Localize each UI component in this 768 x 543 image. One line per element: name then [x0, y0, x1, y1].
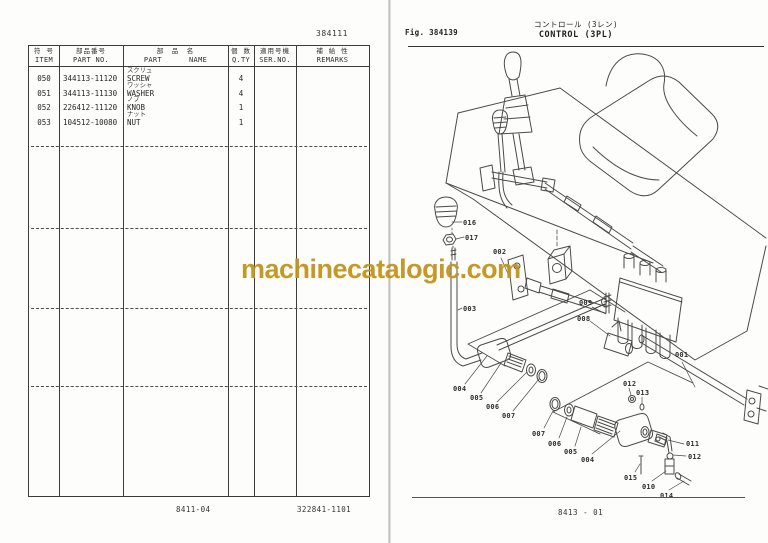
part-name-jp: ナット — [127, 110, 146, 118]
part-label-001: 001 — [675, 351, 689, 359]
part-label-007b: 007 — [532, 430, 546, 438]
callout-leaders — [451, 221, 696, 491]
footer-code-left: 8411-04 — [176, 505, 211, 514]
figure-title: コントロール (3レン) CONTROL (3PL) — [491, 20, 661, 41]
figure-number: Fig. 384139 — [405, 28, 458, 37]
part-label-009: 009 — [579, 299, 593, 307]
part-name-jp: ノブ — [127, 96, 140, 103]
empty-row-dashes — [31, 228, 367, 229]
part-no: 344113-11130 — [63, 88, 118, 98]
part-label-016: 016 — [463, 219, 477, 227]
part-name: NUT — [127, 117, 141, 127]
mount-bracket — [479, 164, 556, 193]
part-label-002: 002 — [493, 248, 507, 256]
part-qty: 1 — [238, 117, 244, 127]
empty-row-dashes — [31, 146, 367, 147]
coupling-a — [476, 337, 548, 383]
part-label-004b: 004 — [581, 456, 595, 464]
empty-row-dashes — [31, 308, 367, 309]
item-no: 053 — [37, 117, 51, 127]
bent-pipe-and-knob — [434, 196, 483, 367]
part-label-015: 015 — [624, 474, 638, 482]
part-label-007: 007 — [502, 412, 516, 420]
page-number: 384111 — [316, 29, 348, 38]
part-label-010: 010 — [642, 483, 656, 491]
footer-code-right: 322841-1101 — [297, 505, 352, 514]
part-label-014: 014 — [660, 492, 674, 500]
deck-outline — [445, 87, 767, 361]
part-qty: 4 — [238, 88, 244, 98]
part-label-006: 006 — [486, 403, 500, 411]
part-label-012b: 012 — [688, 453, 702, 461]
footer-rule — [412, 497, 745, 499]
part-name-jp: スクリュ — [127, 67, 153, 74]
part-qty: 1 — [238, 103, 244, 112]
part-label-008: 008 — [577, 315, 591, 323]
part-no: 344113-11120 — [63, 74, 118, 83]
part-no: 226412-11120 — [63, 103, 118, 112]
part-label-006b: 006 — [548, 440, 562, 448]
column-divider — [228, 46, 229, 496]
part-label-004: 004 — [453, 385, 467, 393]
part-label-011: 011 — [686, 440, 700, 448]
footer-code: 8413 - 01 — [558, 508, 604, 517]
column-divider — [123, 46, 124, 496]
part-label-017: 017 — [465, 234, 479, 242]
part-no: 104512-10080 — [63, 117, 118, 127]
column-divider — [296, 46, 297, 496]
pivot-cylinder — [603, 292, 633, 357]
part-label-003: 003 — [463, 305, 477, 313]
item-no: 050 — [37, 74, 51, 83]
diagram-line-art — [434, 51, 768, 491]
page-fold-divider — [388, 0, 391, 543]
part-qty: 4 — [238, 74, 244, 83]
clevis-assembly — [507, 229, 608, 314]
item-no: 052 — [37, 103, 51, 112]
coupling-b — [549, 395, 668, 448]
control-lever — [492, 109, 513, 209]
header-divider — [29, 66, 369, 67]
elbow-link — [638, 432, 692, 486]
rod-001 — [638, 334, 768, 425]
part-name: SCREW — [127, 74, 150, 83]
part-label-005b: 005 — [564, 448, 578, 456]
linkage-rod — [544, 182, 664, 273]
header-rule — [408, 46, 764, 48]
part-name: WASHER — [127, 88, 155, 98]
column-divider — [59, 46, 60, 496]
part-name: KNOB — [127, 103, 146, 112]
figure-page: Fig. 384139 コントロール (3レン) CONTROL (3PL) — [391, 0, 768, 543]
item-no: 051 — [37, 88, 51, 98]
control-linkage-diagram: 016 017 002 003 009 008 001 004 005 006 … — [395, 50, 768, 500]
part-label-013: 013 — [636, 389, 650, 397]
column-divider — [254, 46, 255, 496]
site-watermark: machinecatalogic.com — [241, 254, 521, 284]
figure-title-en: CONTROL (3PL) — [538, 30, 614, 40]
part-name-jp: ワッシャ — [127, 81, 153, 89]
figure-title-jp: コントロール (3レン) — [533, 20, 619, 29]
thin-rod — [496, 297, 607, 351]
plate-outlines — [467, 289, 694, 435]
part-label-005: 005 — [470, 394, 484, 402]
part-label-012: 012 — [623, 380, 637, 388]
empty-row-dashes — [31, 386, 367, 387]
seat-outline — [579, 53, 719, 197]
